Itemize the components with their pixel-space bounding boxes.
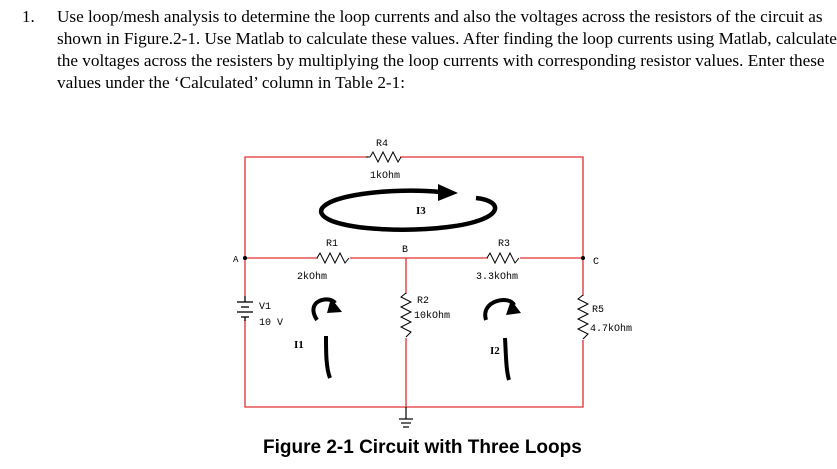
resistor-r5-symbol [576, 294, 590, 340]
loop-i3-arrow-icon [318, 188, 498, 232]
node-a-dot [243, 256, 247, 260]
question-number: 1. [22, 7, 35, 26]
loop-i3-label: I3 [416, 205, 426, 217]
r5-name-label: R5 [592, 305, 604, 316]
circuit-wires [244, 156, 584, 408]
resistor-r1-symbol [316, 251, 350, 265]
question-text: Use loop/mesh analysis to determine the … [57, 7, 837, 92]
resistor-r4-symbol [366, 150, 402, 164]
node-c-label: C [593, 257, 599, 268]
loop-i3-arrowhead-icon [438, 184, 458, 201]
figure-caption: Figure 2-1 Circuit with Three Loops [263, 437, 582, 458]
node-c-dot [581, 256, 585, 260]
voltage-source-symbol [237, 296, 253, 321]
ground-icon [399, 407, 413, 428]
r2-name-label: R2 [417, 296, 429, 307]
loop-i2-label: I2 [490, 345, 500, 357]
node-a-label: A [233, 255, 239, 265]
v1-value-label: 10 V [259, 318, 283, 329]
r4-name-label: R4 [376, 139, 388, 150]
resistor-r3-symbol [486, 251, 520, 265]
r3-name-label: R3 [498, 239, 510, 250]
v1-name-label: V1 [259, 302, 271, 313]
r2-value-label: 10kOhm [414, 310, 450, 322]
loop-i1-arrowhead-icon [327, 298, 342, 313]
loop-i2-arrowhead-icon [506, 300, 521, 315]
r4-value-label: 1kOhm [370, 170, 400, 182]
r1-value-label: 2kOhm [297, 271, 327, 283]
node-b-label: B [402, 245, 408, 256]
r3-value-label: 3.3kOhm [476, 271, 518, 283]
r1-name-label: R1 [326, 239, 338, 250]
r5-value-label: 4.7kOhm [590, 323, 632, 335]
resistor-r2-symbol [399, 292, 413, 338]
loop-i1-label: I1 [294, 339, 304, 351]
